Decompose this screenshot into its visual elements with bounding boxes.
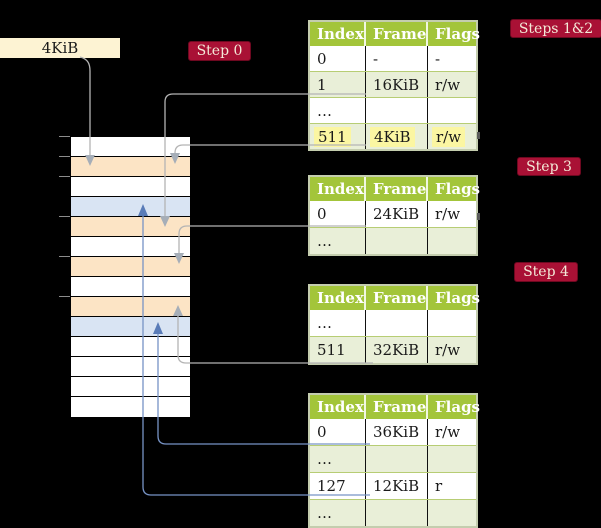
column-header-index: Index (310, 286, 366, 310)
table-header-row: Index Frame Flags (310, 22, 480, 46)
column-header-frame: Frame (366, 177, 428, 201)
table-row: 127 12KiB r (310, 472, 476, 499)
badge-steps-1-2: Steps 1&2 (510, 19, 601, 38)
table-row: … (310, 310, 476, 336)
column-header-frame: Frame (366, 286, 428, 310)
table-header-row: Index Frame Flags (310, 177, 480, 201)
column-header-index: Index (310, 22, 366, 46)
cell-flags (428, 310, 476, 336)
cell-frame: 24KiB (366, 201, 428, 227)
cell-index: 0 (310, 201, 366, 227)
address-tick (59, 256, 70, 257)
cell-frame (366, 446, 428, 472)
highlighted-value: r/w (432, 126, 466, 147)
badge-step-4: Step 4 (514, 262, 578, 282)
column-header-flags: Flags (435, 289, 480, 307)
highlighted-value: 511 (314, 126, 351, 147)
table-row: 1 16KiB r/w (310, 71, 476, 97)
cell-frame: 16KiB (366, 72, 428, 97)
cell-flags (428, 500, 476, 526)
cell-frame: 12KiB (366, 473, 428, 499)
memory-frame-row-white (71, 137, 190, 157)
page-table-2: Index Frame Flags 0 24KiB r/w … (308, 175, 480, 256)
memory-frame-row-white (71, 277, 190, 297)
cell-index: 511 (310, 337, 366, 363)
cell-flags (428, 446, 476, 472)
table-row: 0 36KiB r/w (310, 419, 476, 445)
memory-frame-row-blue (71, 317, 190, 337)
cell-frame: 32KiB (366, 337, 428, 363)
page-table-3: Index Frame Flags … 511 32KiB r/w (308, 284, 480, 365)
cell-flags: r/w (435, 423, 461, 441)
table-row: … (310, 445, 476, 472)
cell-frame: - (366, 46, 428, 71)
memory-column (70, 136, 191, 418)
address-tick (59, 136, 70, 137)
column-header-flags: Flags (435, 180, 480, 198)
column-header-flags: Flags (435, 25, 480, 43)
memory-frame-row-white (71, 397, 190, 417)
cell-frame: 4KiB (366, 124, 428, 149)
cell-flags (428, 98, 476, 123)
frame-size-label: 4KiB (0, 38, 120, 58)
cell-index: … (310, 98, 366, 123)
table-header-row: Index Frame Flags (310, 286, 480, 310)
memory-frame-row-orange (71, 297, 190, 317)
page-table-4: Index Frame Flags 0 36KiB r/w … 127 12Ki… (308, 393, 480, 528)
memory-frame-row-orange (71, 217, 190, 237)
cell-frame (366, 500, 428, 526)
cell-flags: r/w (435, 341, 461, 359)
memory-frame-row-blue (71, 197, 190, 217)
cell-flags: r/w (435, 75, 461, 94)
cell-frame (366, 228, 428, 254)
address-tick (59, 156, 70, 157)
page-table-1: Index Frame Flags 0 - - 1 16KiB r/w … 51… (308, 20, 480, 151)
cell-frame: 36KiB (366, 419, 428, 445)
cell-index: 0 (310, 46, 366, 71)
highlighted-value: 4KiB (370, 126, 415, 147)
table-row: 0 - - (310, 46, 476, 71)
cell-index: … (310, 310, 366, 336)
cell-index: 1 (310, 72, 366, 97)
address-tick (59, 176, 70, 177)
memory-frame-row-white (71, 237, 190, 257)
column-header-flags: Flags (435, 398, 480, 416)
cell-frame (366, 310, 428, 336)
memory-frame-row-orange (71, 257, 190, 277)
address-tick (59, 296, 70, 297)
table-row: … (310, 499, 476, 526)
memory-frame-row-white (71, 357, 190, 377)
cell-index: 0 (310, 419, 366, 445)
cell-flags (428, 228, 476, 254)
cell-flags: - (435, 49, 441, 68)
column-header-frame: Frame (366, 22, 428, 46)
column-header-index: Index (310, 177, 366, 201)
cell-index: 127 (310, 473, 366, 499)
table-header-row: Index Frame Flags (310, 395, 480, 419)
cell-index: … (310, 228, 366, 254)
cell-index: … (310, 500, 366, 526)
table-row: … (310, 97, 476, 123)
memory-frame-row-white (71, 177, 190, 197)
cell-flags: r/w (428, 124, 476, 149)
badge-step-0: Step 0 (188, 41, 251, 61)
address-tick (59, 216, 70, 217)
table-row: … (310, 227, 476, 254)
column-header-index: Index (310, 395, 366, 419)
cell-flags: r (435, 477, 443, 495)
cell-index: … (310, 446, 366, 472)
column-header-frame: Frame (366, 395, 428, 419)
memory-frame-row-orange (71, 157, 190, 177)
cell-flags: r/w (435, 205, 461, 223)
table-row: 0 24KiB r/w (310, 201, 476, 227)
memory-frame-row-white (71, 377, 190, 397)
memory-frame-row-white (71, 337, 190, 357)
table-row-highlighted: 511 4KiB r/w (310, 123, 476, 149)
cell-frame (366, 98, 428, 123)
table-row: 511 32KiB r/w (310, 336, 476, 363)
badge-step-3: Step 3 (517, 157, 581, 176)
cell-index: 511 (310, 124, 366, 149)
